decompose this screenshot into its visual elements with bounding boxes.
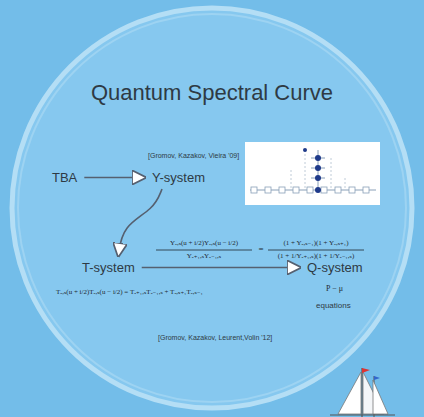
inner-ring: [18, 14, 406, 402]
flow-arrow: [142, 267, 300, 269]
equation-text: Tₐ,ₛ(u + i/2)Tₐ,ₛ(u − i/2) = Tₐ₊₁,ₛTₐ₋₁,…: [56, 288, 203, 296]
flow-arrow: [118, 189, 162, 256]
equation-text: =: [255, 244, 267, 254]
equation-text: (1 + Yₐ,ₛ₋₁)(1 + Yₐ,ₛ₊₁): [266, 239, 366, 247]
node-text: T-system: [82, 260, 135, 275]
lattice-picture: [245, 142, 380, 205]
equation-text: (1 + 1/Yₐ₊₁,ₛ)(1 + 1/Yₐ₋₁,ₛ): [266, 252, 366, 260]
system-label: TBA: [50, 169, 79, 186]
system-label: Q-system: [305, 259, 365, 276]
citation-note: [Gromov, Kazakov, Leurent,Volin '12]: [158, 334, 272, 342]
equation-text: Yₐ,ₛ(u + i/2)Yₐ,ₛ(u − i/2): [154, 239, 254, 247]
diagram-title: Quantum Spectral Curve: [0, 80, 424, 106]
ring-circle: [12, 8, 412, 408]
node-text: Q-system: [307, 260, 363, 275]
citation-note: [Gromov, Kazakov, Vieira '09]: [148, 152, 239, 160]
equation-text: Yₐ₊₁,ₛYₐ₋₁,ₛ: [154, 252, 254, 260]
equation-text: P − μ: [326, 284, 343, 293]
system-label: T-system: [80, 259, 137, 276]
flow-arrow: [84, 177, 145, 179]
node-text: TBA: [52, 170, 77, 185]
sailboat: [330, 368, 395, 417]
citation-note: equations: [316, 301, 351, 310]
system-label: Y-system: [150, 169, 207, 186]
node-text: Y-system: [152, 170, 205, 185]
